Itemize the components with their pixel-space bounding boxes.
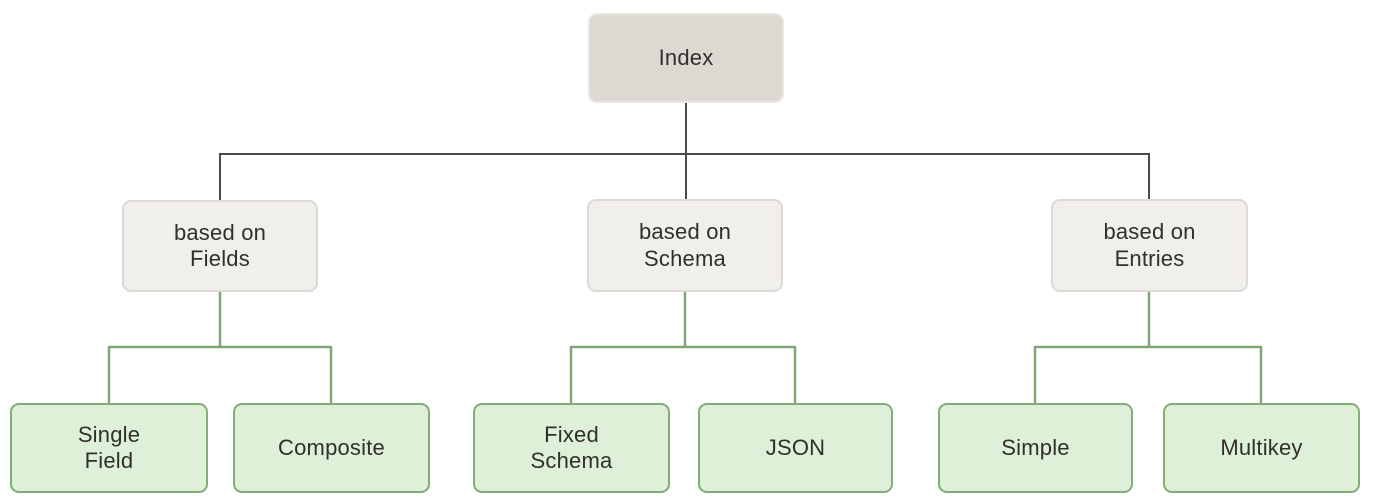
node-based-on-fields: based on Fields <box>122 200 318 292</box>
connector-schema-children <box>569 292 797 404</box>
node-based-on-schema: based on Schema <box>587 199 783 292</box>
connector-entries-children <box>1033 292 1263 404</box>
connector-fields-children <box>107 292 333 404</box>
node-json: JSON <box>698 403 893 493</box>
node-simple: Simple <box>938 403 1133 493</box>
node-single-field: Single Field <box>10 403 208 493</box>
node-based-on-entries: based on Entries <box>1051 199 1248 292</box>
node-fixed-schema: Fixed Schema <box>473 403 670 493</box>
node-composite: Composite <box>233 403 430 493</box>
node-index: Index <box>588 13 784 103</box>
node-multikey: Multikey <box>1163 403 1360 493</box>
